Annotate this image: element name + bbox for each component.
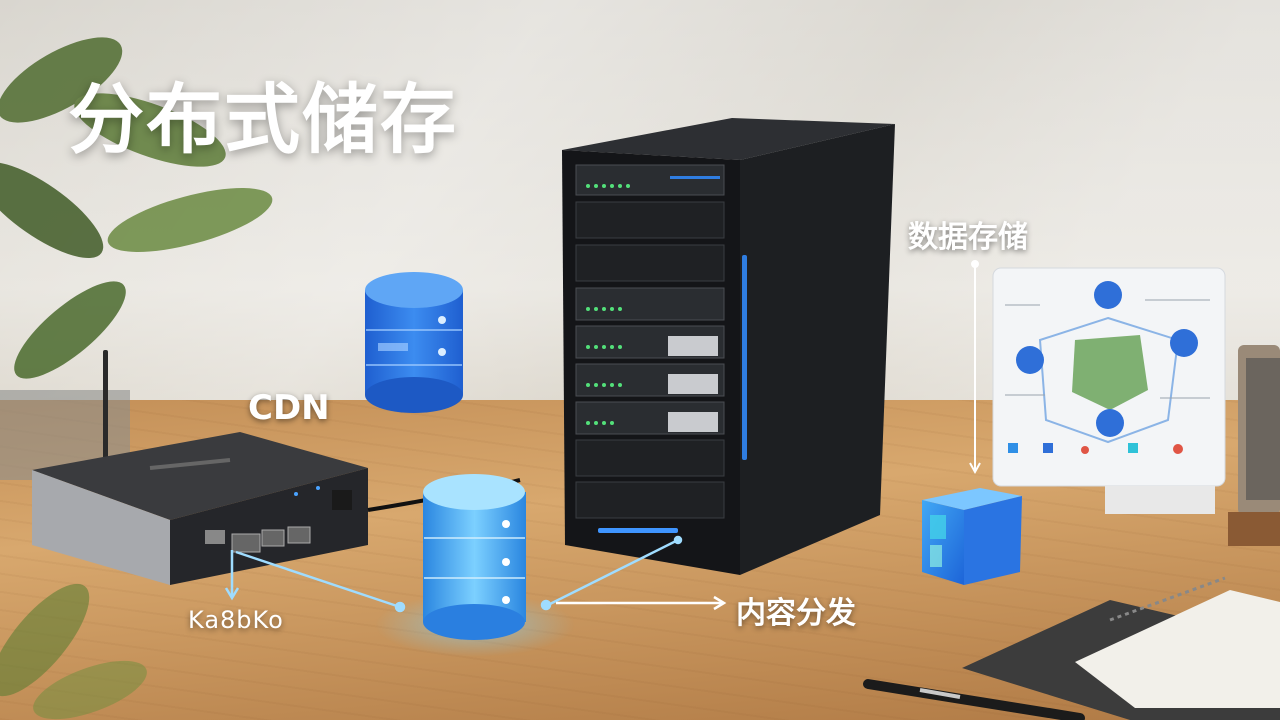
data-storage-label: 数据存储 [908, 220, 1028, 255]
connection-lines [224, 535, 683, 613]
pen [863, 679, 1085, 720]
diagram-display [992, 267, 1226, 514]
cdn-label: CDN [248, 388, 330, 428]
storage-arrow [969, 260, 981, 475]
content-distribution-label: 内容分发 [736, 596, 856, 631]
server-tower [562, 118, 895, 575]
database-icon-desk [423, 474, 526, 640]
drive-bays [575, 164, 725, 519]
base-light-strip [598, 528, 678, 533]
page-title: 分布式储存 [68, 75, 458, 164]
storage-cube [922, 488, 1022, 585]
side-light-strip [742, 255, 747, 460]
notebook [962, 576, 1280, 720]
distribution-arrow [556, 595, 727, 611]
potted-plant [0, 37, 273, 720]
speaker [1228, 345, 1280, 546]
database-icon-floating [365, 272, 463, 413]
device-code-label: Ka8bKo [188, 606, 284, 634]
status-leds [586, 184, 630, 425]
